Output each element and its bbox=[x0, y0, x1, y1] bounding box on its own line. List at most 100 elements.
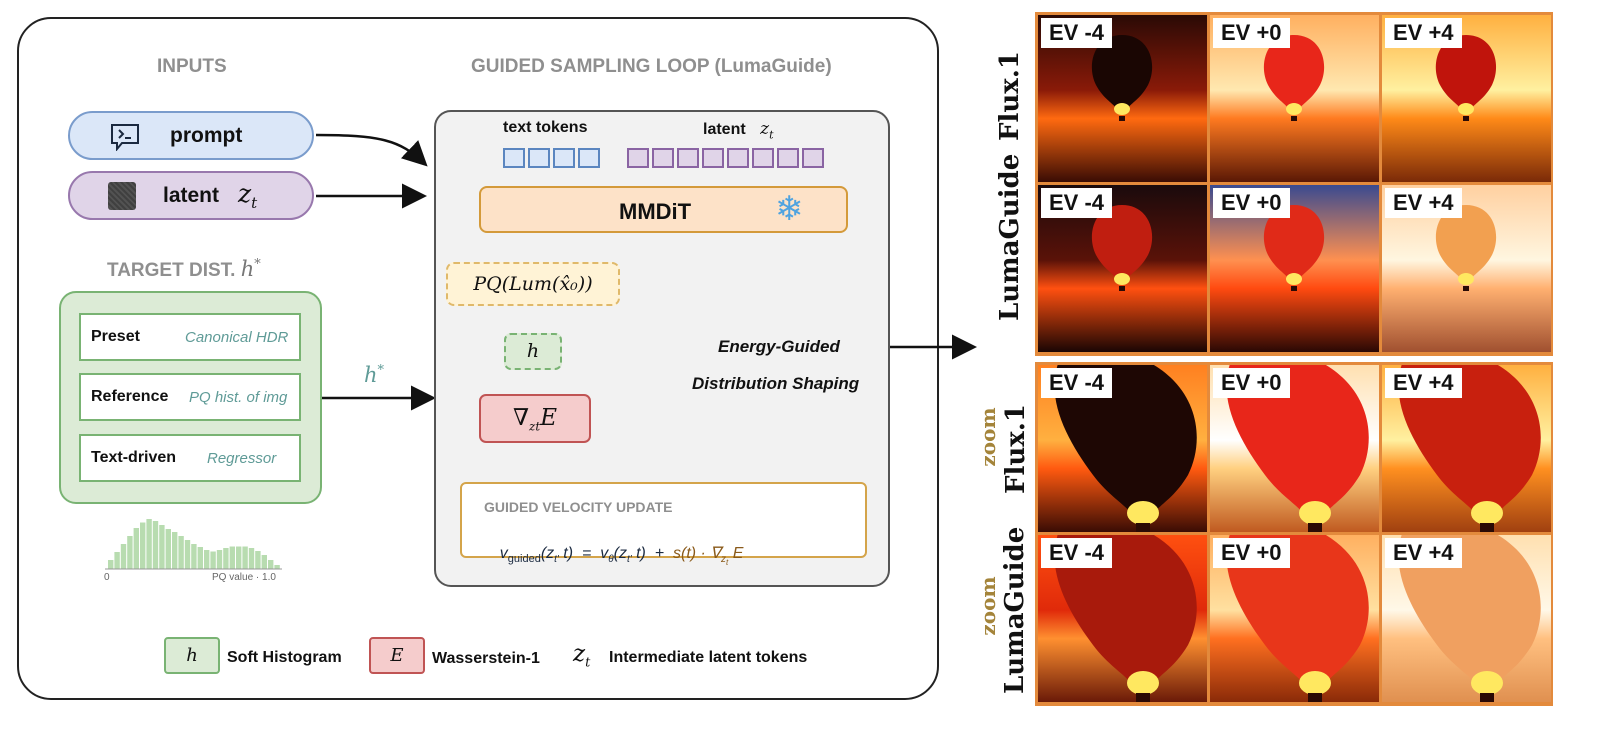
velocity-update-formula: vguided(zt' t) = vθ(zt' t) + s(t) · ∇zt … bbox=[499, 545, 744, 568]
histogram-bar bbox=[236, 546, 242, 569]
mmdit-block: MMDiT ❄ bbox=[479, 186, 848, 233]
ev-label: EV +4 bbox=[1385, 18, 1462, 48]
histogram-bar bbox=[229, 546, 235, 569]
ev-label: EV -4 bbox=[1041, 188, 1113, 218]
result-tile: EV -4 bbox=[1038, 365, 1207, 532]
latent-token-row bbox=[627, 148, 827, 170]
noise-texture-icon bbox=[108, 182, 136, 210]
ev-label: EV +4 bbox=[1385, 188, 1462, 218]
histogram-axis-max: PQ value · 1.0 bbox=[212, 572, 276, 583]
text-token bbox=[503, 148, 525, 168]
histogram-bar bbox=[216, 550, 223, 569]
latent-token bbox=[677, 148, 699, 168]
legend-h-label: Soft Histogram bbox=[227, 649, 342, 666]
histogram-bar bbox=[268, 560, 274, 569]
ev-label: EV -4 bbox=[1041, 18, 1113, 48]
hot-air-balloon-image bbox=[1226, 365, 1369, 532]
legend-zt-symbol: zt bbox=[573, 641, 591, 671]
velocity-update-box: GUIDED VELOCITY UPDATE vguided(zt' t) = … bbox=[460, 482, 867, 567]
hot-air-balloon-image bbox=[1091, 35, 1153, 121]
reference-option-value: PQ hist. of img bbox=[189, 388, 288, 406]
histogram-bar bbox=[108, 560, 114, 569]
histogram-bar bbox=[248, 548, 255, 569]
reference-option[interactable]: Reference PQ hist. of img bbox=[79, 373, 301, 421]
latent-label: latent bbox=[163, 184, 220, 207]
latent-pill: latent zt bbox=[68, 171, 314, 220]
histogram-bar bbox=[197, 547, 203, 569]
ev-label: EV +0 bbox=[1213, 188, 1290, 218]
histogram-bar bbox=[152, 521, 159, 569]
energy-guided-text-line1: Energy-Guided bbox=[718, 337, 840, 356]
latent-var: zt bbox=[238, 179, 258, 212]
latent-token bbox=[752, 148, 774, 168]
ev-label: EV -4 bbox=[1041, 368, 1113, 398]
latent-token bbox=[702, 148, 724, 168]
histogram-bar bbox=[127, 536, 133, 569]
row-label-lumaguide-2-zoom: zoom bbox=[976, 576, 1000, 636]
hot-air-balloon-image bbox=[1091, 205, 1153, 291]
target-dist-heading: TARGET DIST. h* bbox=[107, 257, 261, 281]
ev-label: EV +4 bbox=[1385, 368, 1462, 398]
energy-guided-text-line2: Distribution Shaping bbox=[692, 374, 860, 393]
latent-token bbox=[777, 148, 799, 168]
prompt-label: prompt bbox=[170, 124, 243, 147]
row-label-lumaguide-2: LumaGuide bbox=[1000, 526, 1030, 694]
prompt-pill: prompt bbox=[68, 111, 314, 160]
histogram-bar bbox=[114, 552, 120, 569]
histogram-bar bbox=[191, 544, 197, 569]
ev-label: EV +0 bbox=[1213, 18, 1290, 48]
text-token bbox=[528, 148, 550, 168]
histogram-bar bbox=[165, 529, 171, 569]
preset-option-value: Canonical HDR bbox=[185, 328, 289, 346]
text-driven-option[interactable]: Text-driven Regressor bbox=[79, 434, 301, 482]
text-token bbox=[578, 148, 600, 168]
mmdit-label: MMDiT bbox=[619, 199, 692, 224]
result-tile: EV -4 bbox=[1038, 185, 1207, 352]
row-label-lumaguide-1: LumaGuide bbox=[995, 153, 1025, 321]
histogram-bar bbox=[140, 522, 146, 569]
text-driven-option-value: Regressor bbox=[207, 449, 277, 467]
latent-tokens-label: latent zt bbox=[703, 119, 774, 142]
latent-token bbox=[802, 148, 824, 168]
pq-luminance-box: PQ(Lum(x̂₀)) bbox=[446, 262, 620, 306]
energy-gradient-label: ∇ztE bbox=[512, 405, 557, 434]
latent-token bbox=[627, 148, 649, 168]
legend-h-swatch: h bbox=[164, 637, 220, 674]
energy-gradient-box: ∇ztE bbox=[479, 394, 591, 443]
histogram-bar bbox=[223, 548, 229, 569]
ev-label: EV -4 bbox=[1041, 538, 1113, 568]
histogram-bar bbox=[159, 525, 165, 569]
diagram-frame bbox=[17, 17, 939, 700]
hot-air-balloon-image bbox=[1226, 535, 1369, 702]
hot-air-balloon-image bbox=[1435, 35, 1497, 121]
result-tile: EV +4 bbox=[1382, 185, 1551, 352]
row-label-flux-2: Flux.1 bbox=[1001, 404, 1031, 494]
latent-token bbox=[652, 148, 674, 168]
histogram-bar bbox=[184, 540, 191, 569]
hot-air-balloon-image bbox=[1263, 35, 1325, 121]
row-label-flux-1: Flux.1 bbox=[995, 51, 1025, 141]
histogram-bar bbox=[274, 565, 280, 569]
histogram-bar bbox=[178, 536, 184, 569]
hot-air-balloon-image bbox=[1263, 205, 1325, 291]
ev-label: EV +0 bbox=[1213, 368, 1290, 398]
result-tile: EV +4 bbox=[1382, 535, 1551, 702]
terminal-icon bbox=[110, 123, 139, 152]
histogram-bar bbox=[261, 555, 267, 569]
preset-option[interactable]: Preset Canonical HDR bbox=[79, 313, 301, 361]
text-tokens-label: text tokens bbox=[503, 119, 588, 136]
result-tile: EV +0 bbox=[1210, 185, 1379, 352]
result-tile: EV +4 bbox=[1382, 365, 1551, 532]
result-tile: EV +0 bbox=[1210, 365, 1379, 532]
snowflake-frozen-icon: ❄ bbox=[775, 190, 804, 228]
target-histogram bbox=[105, 519, 282, 570]
latent-token bbox=[727, 148, 749, 168]
text-driven-option-label: Text-driven bbox=[91, 449, 177, 466]
legend-e-swatch: E bbox=[369, 637, 425, 674]
result-tile: EV +0 bbox=[1210, 15, 1379, 182]
pq-luminance-label: PQ(Lum(x̂₀)) bbox=[473, 273, 593, 295]
hot-air-balloon-image bbox=[1435, 205, 1497, 291]
text-token bbox=[553, 148, 575, 168]
row-label-flux-2-zoom: zoom bbox=[976, 407, 1000, 467]
histogram-bar bbox=[146, 519, 152, 569]
